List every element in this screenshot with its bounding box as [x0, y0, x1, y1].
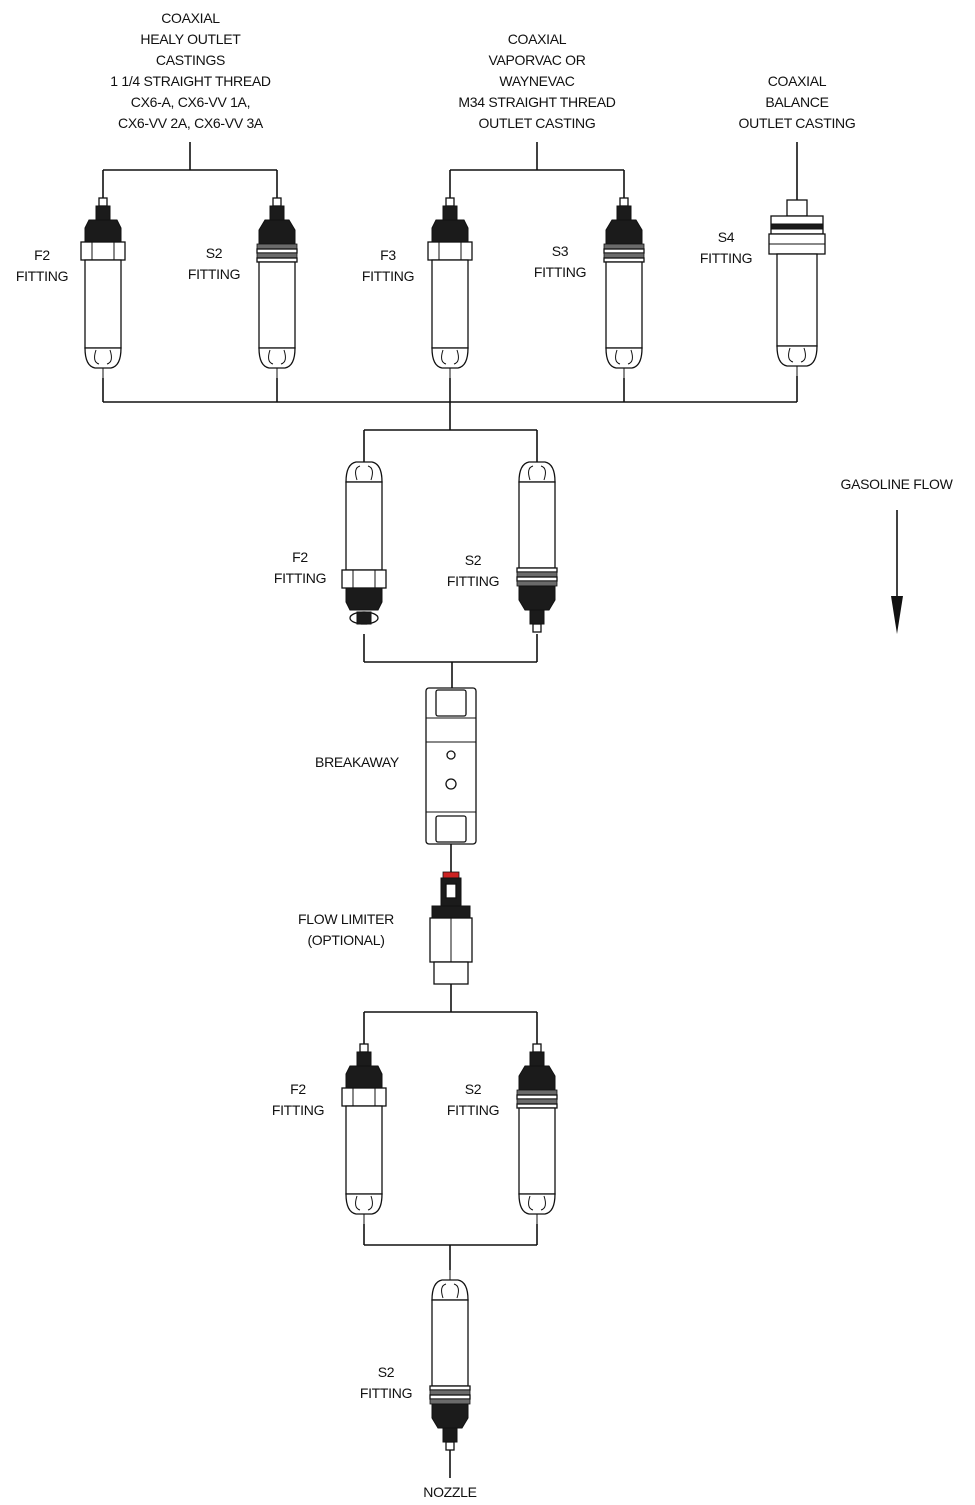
low-f2-fitting-shape	[341, 1043, 387, 1225]
low-s2-fitting-shape	[516, 1043, 558, 1225]
balance-outlet-label: COAXIAL BALANCE OUTLET CASTING	[738, 73, 856, 131]
gasoline-flow-arrow	[891, 510, 903, 634]
top-f3-fitting-shape	[427, 197, 473, 379]
top-s4-fitting-shape	[768, 199, 826, 376]
flow-limiter-label: FLOW LIMITER(OPTIONAL)	[298, 911, 394, 948]
mid-f2-fitting-shape	[341, 451, 387, 625]
gasoline-flow-label: GASOLINE FLOW	[840, 476, 953, 492]
top-s3-fitting-shape	[603, 197, 645, 379]
breakaway-label: BREAKAWAY	[315, 754, 399, 770]
flow-limiter-shape	[429, 871, 473, 1012]
nozzle-label: NOZZLE	[423, 1484, 477, 1500]
top-f2-fitting-shape	[80, 197, 126, 379]
bottom-s2-fitting-shape	[429, 1269, 471, 1451]
breakaway-shape	[425, 687, 477, 872]
top-s2-fitting-shape	[256, 197, 298, 379]
healy-outlet-label: COAXIAL HEALY OUTLET CASTINGS 1 1/4 STRA…	[110, 10, 271, 131]
vaporvac-outlet-label: COAXIAL VAPORVAC OR WAYNEVAC M34 STRAIGH…	[458, 31, 616, 131]
mid-s2-fitting-shape	[516, 451, 558, 633]
flow-limiter-red-cap	[442, 871, 460, 879]
top-wiring	[102, 142, 798, 430]
mid-wiring	[363, 429, 538, 688]
low-wiring	[363, 1011, 538, 1270]
